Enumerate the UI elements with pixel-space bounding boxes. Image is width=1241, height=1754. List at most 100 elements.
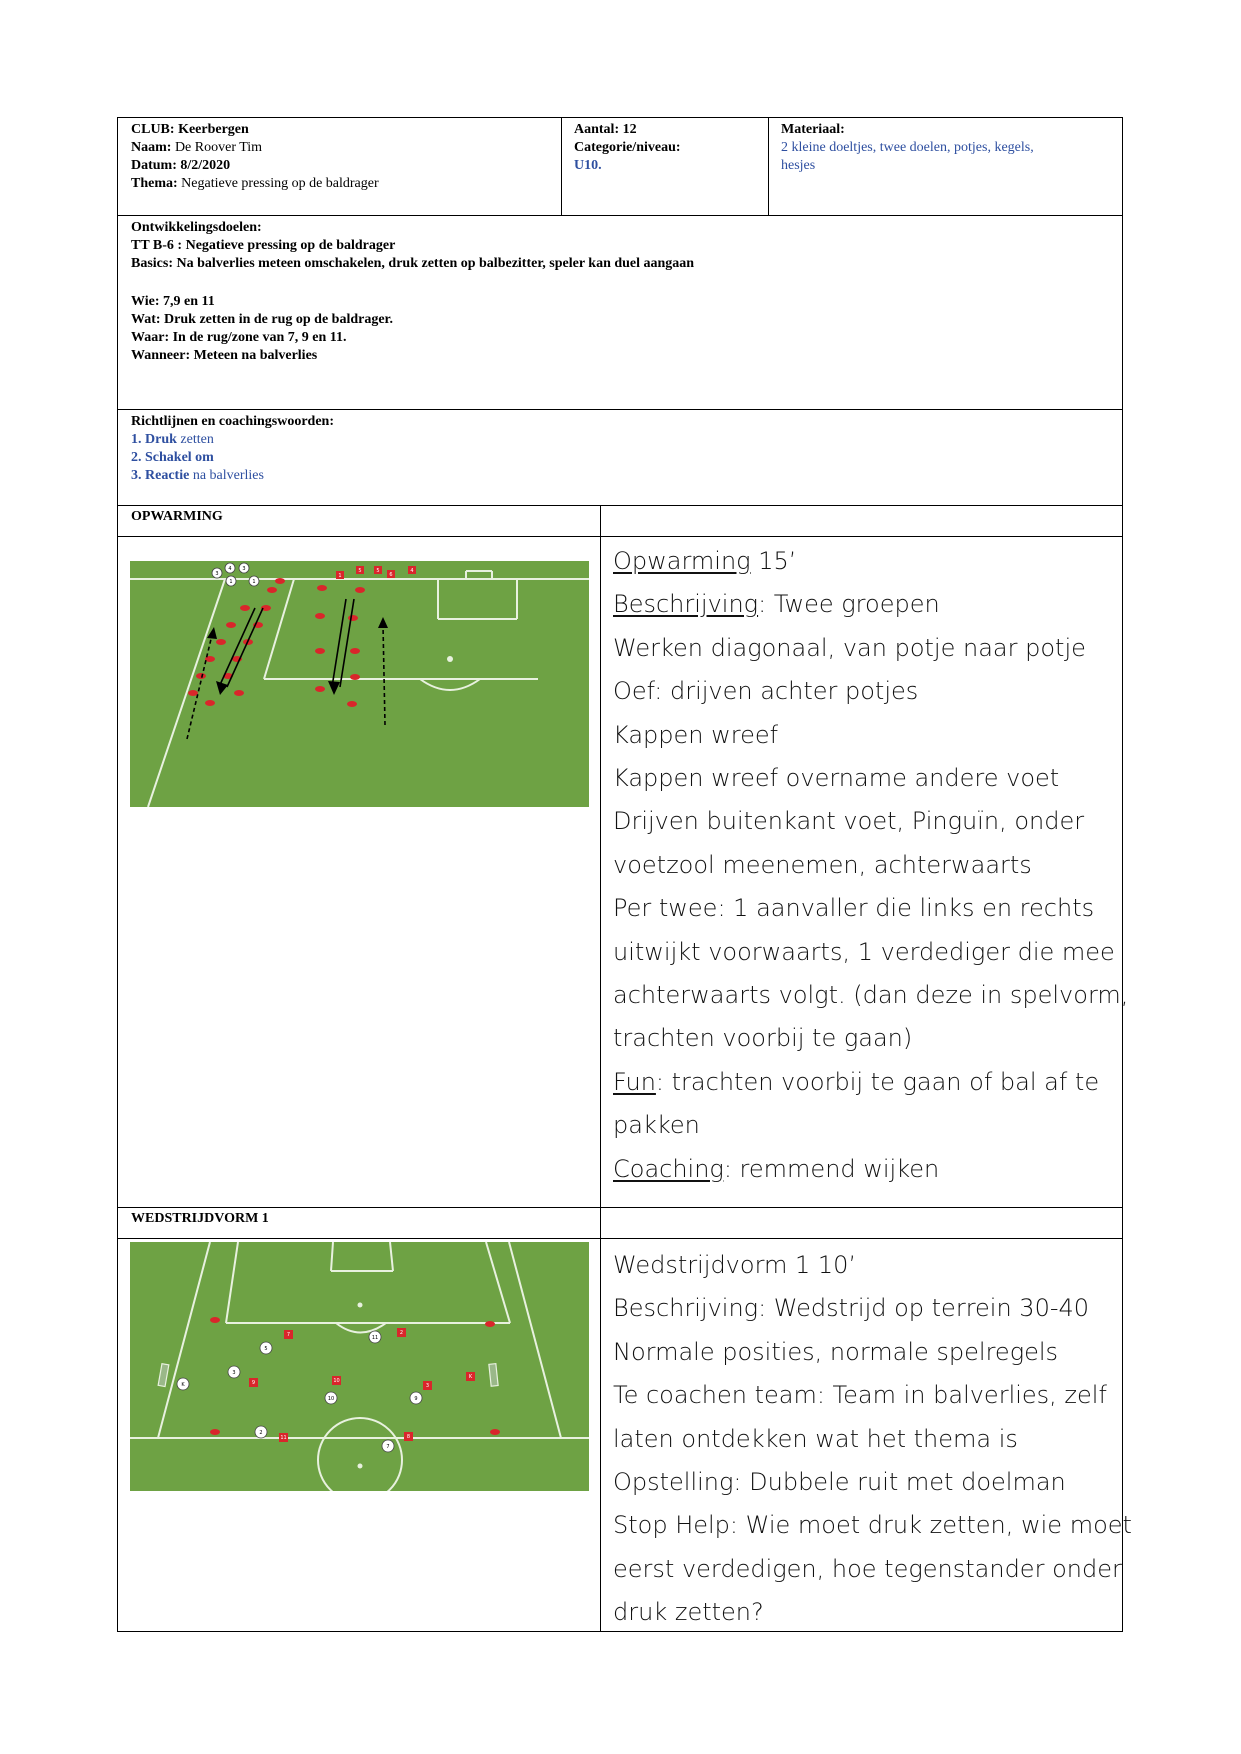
desc-line: Kappen wreef overname andere voet bbox=[613, 764, 1060, 793]
materiaal-label: Materiaal: bbox=[781, 122, 845, 137]
naam-label: Naam: bbox=[131, 140, 172, 155]
opwarming-description: Opwarming 15’ Beschrijving: Twee groepen… bbox=[613, 540, 1129, 1191]
desc-line: druk zetten? bbox=[613, 1598, 764, 1627]
svg-text:5: 5 bbox=[264, 1346, 267, 1352]
desc-line: pakken bbox=[613, 1111, 700, 1140]
svg-text:3: 3 bbox=[242, 566, 245, 572]
svg-text:2: 2 bbox=[259, 1430, 262, 1436]
svg-text:K: K bbox=[181, 1382, 185, 1388]
aantal-cell: Aantal: 12 Categorie/niveau: U10. bbox=[574, 121, 764, 175]
desc-line: trachten voorbij te gaan) bbox=[613, 1024, 913, 1053]
categorie-label: Categorie/niveau: bbox=[574, 140, 681, 155]
svg-text:7: 7 bbox=[287, 1332, 290, 1338]
red-players: 1 5 5 6 4 bbox=[336, 566, 416, 579]
ontwikkelingsdoelen-cell: Ontwikkelingsdoelen: TT B-6 : Negatieve … bbox=[131, 219, 1111, 365]
white-players: 11 5 K 3 10 9 2 7 bbox=[176, 1330, 423, 1453]
materiaal-cell: Materiaal: 2 kleine doeltjes, twee doele… bbox=[781, 121, 1116, 175]
svg-text:4: 4 bbox=[410, 568, 413, 574]
desc-line: voetzool meenemen, achterwaarts bbox=[613, 850, 1032, 879]
desc-line: uitwijkt voorwaarts, 1 verdediger die me… bbox=[613, 937, 1115, 966]
club-value: Keerbergen bbox=[178, 122, 249, 137]
thema-value: Negatieve pressing op de baldrager bbox=[181, 176, 379, 191]
small-goals bbox=[157, 1362, 499, 1388]
cones bbox=[210, 1317, 500, 1435]
categorie-value: U10. bbox=[574, 158, 602, 173]
materiaal-value: hesjes bbox=[781, 158, 816, 173]
desc-line: achterwaarts volgt. (dan deze in spelvor… bbox=[613, 981, 1129, 1010]
divider bbox=[117, 1238, 1123, 1239]
desc-line: Normale posities, normale spelregels bbox=[613, 1337, 1059, 1366]
svg-text:5: 5 bbox=[376, 568, 379, 574]
thema-label: Thema: bbox=[131, 176, 178, 191]
doelen-tt: TT B-6 : Negatieve pressing op de baldra… bbox=[131, 238, 396, 253]
svg-text:K: K bbox=[469, 1374, 473, 1380]
richtlijn-item: 1. Druk zetten bbox=[131, 432, 214, 447]
header-table bbox=[117, 117, 1123, 1632]
divider bbox=[117, 215, 1123, 216]
desc-line: Beschrijving: Twee groepen bbox=[613, 590, 940, 619]
opwarming-title: Opwarming bbox=[613, 547, 751, 575]
desc-line: laten ontdekken wat het thema is bbox=[613, 1424, 1018, 1453]
desc-line: Per twee: 1 aanvaller die links en recht… bbox=[613, 894, 1095, 923]
svg-text:1: 1 bbox=[252, 579, 255, 585]
club-label: CLUB: bbox=[131, 122, 175, 137]
svg-text:11: 11 bbox=[280, 1435, 286, 1441]
svg-text:3: 3 bbox=[232, 1370, 235, 1376]
naam-value: De Roover Tim bbox=[174, 140, 263, 155]
desc-line: Stop Help: Wie moet druk zetten, wie moe… bbox=[613, 1511, 1132, 1540]
divider bbox=[117, 409, 1123, 410]
doelen-basics: Basics: Na balverlies meteen omschakelen… bbox=[131, 256, 695, 271]
section-opwarming: OPWARMING bbox=[131, 509, 223, 524]
cones bbox=[188, 578, 365, 707]
materiaal-value: 2 kleine doeltjes, twee doelen, potjes, … bbox=[781, 140, 1034, 155]
wedstrijdvorm-description: Wedstrijdvorm 1 10’ Beschrijving: Wedstr… bbox=[613, 1244, 1132, 1635]
desc-line: Kappen wreef bbox=[613, 720, 779, 749]
desc-line: Wedstrijdvorm 1 10’ bbox=[613, 1251, 857, 1279]
svg-text:1: 1 bbox=[338, 573, 341, 579]
svg-text:8: 8 bbox=[407, 1434, 410, 1440]
desc-line: Coaching: remmend wijken bbox=[613, 1154, 940, 1183]
richtlijn-item: 3. Reactie na balverlies bbox=[131, 468, 264, 483]
desc-line: eerst verdedigen, hoe tegenstander onder bbox=[613, 1554, 1122, 1583]
desc-line: Te coachen team: Team in balverlies, zel… bbox=[613, 1381, 1107, 1410]
svg-text:9: 9 bbox=[252, 1380, 255, 1386]
divider bbox=[561, 117, 562, 215]
aantal-value: 12 bbox=[622, 122, 637, 137]
doelen-wat: Wat: Druk zetten in de rug op de baldrag… bbox=[131, 312, 393, 327]
svg-text:6: 6 bbox=[389, 572, 392, 578]
svg-text:9: 9 bbox=[414, 1396, 417, 1402]
desc-line: Opstelling: Dubbele ruit met doelman bbox=[613, 1468, 1066, 1497]
svg-text:5: 5 bbox=[358, 568, 361, 574]
svg-text:2: 2 bbox=[400, 1330, 403, 1336]
svg-text:7: 7 bbox=[386, 1444, 389, 1450]
datum-label: Datum: bbox=[131, 158, 177, 173]
svg-text:3: 3 bbox=[426, 1383, 429, 1389]
datum-value: 8/2/2020 bbox=[180, 158, 231, 173]
divider bbox=[600, 505, 601, 1632]
divider bbox=[117, 505, 1123, 506]
doelen-title: Ontwikkelingsdoelen: bbox=[131, 220, 262, 235]
desc-line: Fun: trachten voorbij te gaan of bal af … bbox=[613, 1067, 1100, 1096]
doelen-wanneer: Wanneer: Meteen na balverlies bbox=[131, 348, 318, 363]
svg-text:1: 1 bbox=[229, 579, 232, 585]
divider bbox=[768, 117, 769, 215]
white-players: 3 4 3 1 1 bbox=[211, 562, 260, 587]
red-players: 7 2 9 10 3 K 11 8 bbox=[249, 1328, 475, 1442]
divider bbox=[117, 1207, 1123, 1208]
svg-text:11: 11 bbox=[372, 1335, 378, 1341]
wedstrijdvorm-diagram: 11 5 K 3 10 9 2 7 7 2 9 10 3 K 11 8 bbox=[130, 1242, 589, 1491]
info-cell: CLUB: Keerbergen Naam: De Roover Tim Dat… bbox=[131, 121, 551, 193]
desc-line: Werken diagonaal, van potje naar potje bbox=[613, 633, 1086, 662]
doelen-wie: Wie: 7,9 en 11 bbox=[131, 294, 215, 309]
svg-text:10: 10 bbox=[333, 1378, 339, 1384]
svg-text:3: 3 bbox=[215, 571, 218, 577]
desc-line: Beschrijving: Wedstrijd op terrein 30-40 bbox=[613, 1294, 1090, 1323]
doelen-waar: Waar: In de rug/zone van 7, 9 en 11. bbox=[131, 330, 347, 345]
richtlijnen-title: Richtlijnen en coachingswoorden: bbox=[131, 414, 334, 429]
svg-text:10: 10 bbox=[328, 1396, 334, 1402]
desc-line: Drijven buitenkant voet, Pinguïn, onder bbox=[613, 807, 1085, 836]
section-wedstrijdvorm: WEDSTRIJDVORM 1 bbox=[131, 1211, 269, 1226]
svg-text:4: 4 bbox=[228, 566, 231, 572]
richtlijn-item: 2. Schakel om bbox=[131, 450, 214, 465]
opwarming-diagram: 3 4 3 1 1 1 5 5 6 4 bbox=[130, 561, 589, 807]
